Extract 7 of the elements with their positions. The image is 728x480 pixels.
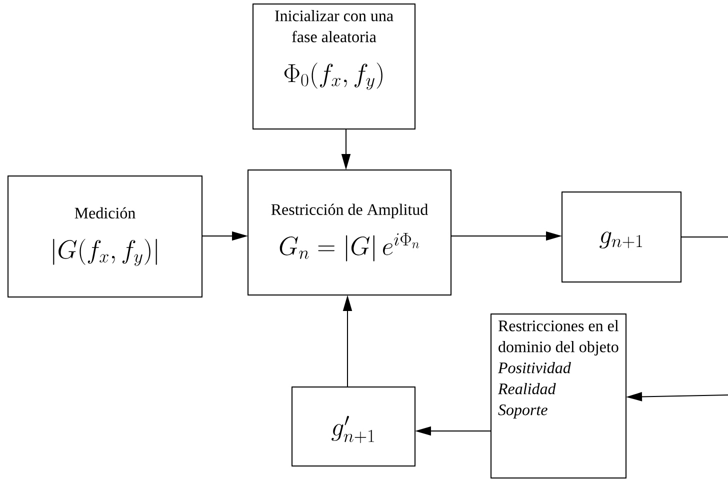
process-box: Inicializar con una fase aleatoria $\Phi_0(f_x, f_y)$ bbox=[252, 4, 416, 130]
process-box: $g_{n+1}$ bbox=[562, 192, 682, 282]
line bbox=[681, 236, 728, 238]
process-box: Restricción de Amplitud $G_n = |G|\, e^{i\Phi_n}$ bbox=[248, 170, 452, 296]
process-box: Restricciones en el dominio del objeto Positividad Realidad Soporte bbox=[490, 314, 626, 478]
process-box: $g'_{n+1}$ bbox=[292, 386, 416, 466]
process-box: Medición $|G(f_x, f_y)|$ bbox=[8, 176, 202, 298]
